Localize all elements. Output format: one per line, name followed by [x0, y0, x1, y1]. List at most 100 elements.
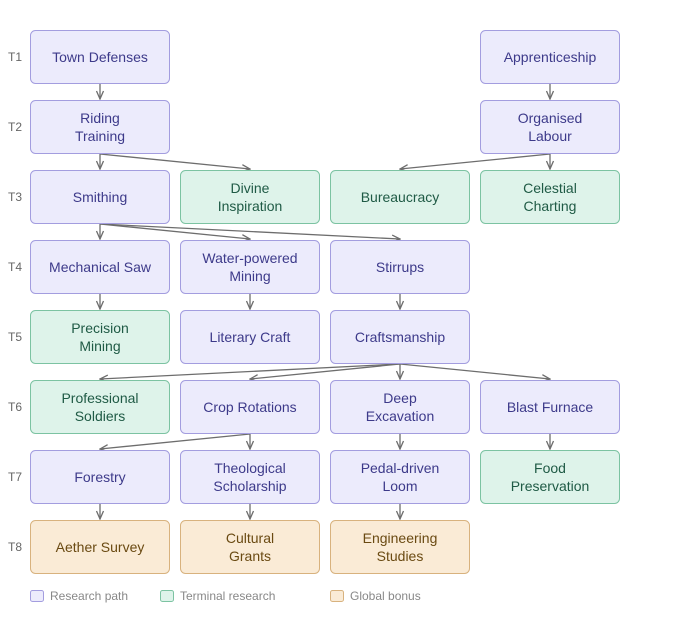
node-box — [30, 380, 170, 434]
tier-label-t3: T3 — [8, 190, 22, 204]
node-label-line: Loom — [382, 478, 417, 494]
node-box — [30, 30, 170, 84]
node-label-line: Food — [534, 460, 566, 476]
node-box — [480, 170, 620, 224]
node-label-line: Preservation — [511, 478, 590, 494]
node-box — [330, 520, 470, 574]
node-town-defenses[interactable]: Town Defenses — [30, 30, 170, 84]
edges-layer — [100, 84, 550, 519]
node-box — [30, 520, 170, 574]
node-label-line: Town Defenses — [52, 49, 148, 65]
node-box — [480, 30, 620, 84]
legend-label-terminal: Terminal research — [180, 589, 275, 603]
legend: Research path Terminal research Global bon… — [30, 589, 421, 603]
node-label-line: Celestial — [523, 180, 577, 196]
tier-label-t8: T8 — [8, 540, 22, 554]
node-forestry[interactable]: Forestry — [30, 450, 170, 504]
node-label-line: Blast Furnace — [507, 399, 594, 415]
node-craftsmanship[interactable]: Craftsmanship — [330, 310, 470, 364]
node-box — [480, 100, 620, 154]
node-label-line: Mechanical Saw — [49, 259, 152, 275]
tier-label-t5: T5 — [8, 330, 22, 344]
node-box — [30, 450, 170, 504]
node-box — [180, 520, 320, 574]
edge-craftsmanship-to-crop-rotations — [250, 363, 401, 379]
node-label-line: Craftsmanship — [355, 329, 445, 345]
node-label-line: Aether Survey — [56, 539, 145, 555]
node-literary-craft[interactable]: Literary Craft — [180, 310, 320, 364]
tier-label-t6: T6 — [8, 400, 22, 414]
tier-label-t1: T1 — [8, 50, 22, 64]
node-box — [180, 380, 320, 434]
node-label-line: Divine — [231, 180, 270, 196]
node-label-line: Pedal-driven — [361, 460, 440, 476]
node-box — [480, 380, 620, 434]
node-label-line: Apprenticeship — [504, 49, 597, 65]
node-label-line: Professional — [61, 390, 138, 406]
node-label-line: Deep — [383, 390, 417, 406]
edge-smithing-to-stirrups — [99, 223, 400, 239]
node-bureaucracy[interactable]: Bureaucracy — [330, 170, 470, 224]
edge-craftsmanship-to-blast-furnace — [399, 363, 550, 379]
node-smithing[interactable]: Smithing — [30, 170, 170, 224]
node-label-line: Organised — [518, 110, 583, 126]
edge-organised-labour-to-bureaucracy — [400, 153, 551, 169]
edge-craftsmanship-to-professional-soldiers — [100, 363, 401, 379]
node-blast-furnace[interactable]: Blast Furnace — [480, 380, 620, 434]
node-box — [330, 380, 470, 434]
edge-smithing-to-water-powered-mining — [99, 223, 250, 239]
node-label-line: Water-powered — [202, 250, 297, 266]
node-label-line: Precision — [71, 320, 129, 336]
node-aether-survey[interactable]: Aether Survey — [30, 520, 170, 574]
node-label-line: Grants — [229, 548, 271, 564]
node-box — [30, 100, 170, 154]
node-label-line: Cultural — [226, 530, 274, 546]
nodes-layer: Town Defenses ApprenticeshipRidingTrainin… — [30, 30, 620, 574]
node-label-line: Forestry — [74, 469, 125, 485]
node-box — [180, 310, 320, 364]
tier-label-t4: T4 — [8, 260, 22, 274]
node-box — [180, 240, 320, 294]
node-label-line: Labour — [528, 128, 572, 144]
node-label-line: Stirrups — [376, 259, 424, 275]
node-label-line: Literary Craft — [210, 329, 291, 345]
legend-swatch-path — [30, 590, 44, 602]
node-stirrups[interactable]: Stirrups — [330, 240, 470, 294]
node-label-line: Studies — [377, 548, 424, 564]
node-box — [330, 450, 470, 504]
node-box — [30, 240, 170, 294]
node-label-line: Mining — [229, 268, 270, 284]
node-mechanical-saw[interactable]: Mechanical Saw — [30, 240, 170, 294]
node-label-line: Inspiration — [218, 198, 283, 214]
node-box — [330, 240, 470, 294]
node-label-line: Scholarship — [213, 478, 286, 494]
node-box — [480, 450, 620, 504]
node-box — [180, 450, 320, 504]
legend-label-global: Global bonus — [350, 589, 421, 603]
node-crop-rotations[interactable]: Crop Rotations — [180, 380, 320, 434]
node-apprenticeship[interactable]: Apprenticeship — [480, 30, 620, 84]
node-box — [330, 310, 470, 364]
node-label-line: Training — [75, 128, 125, 144]
node-label-line: Charting — [524, 198, 577, 214]
legend-label-path: Research path — [50, 589, 128, 603]
legend-swatch-terminal — [160, 590, 174, 602]
node-label-line: Crop Rotations — [203, 399, 296, 415]
node-label-line: Smithing — [73, 189, 127, 205]
tier-label-t7: T7 — [8, 470, 22, 484]
